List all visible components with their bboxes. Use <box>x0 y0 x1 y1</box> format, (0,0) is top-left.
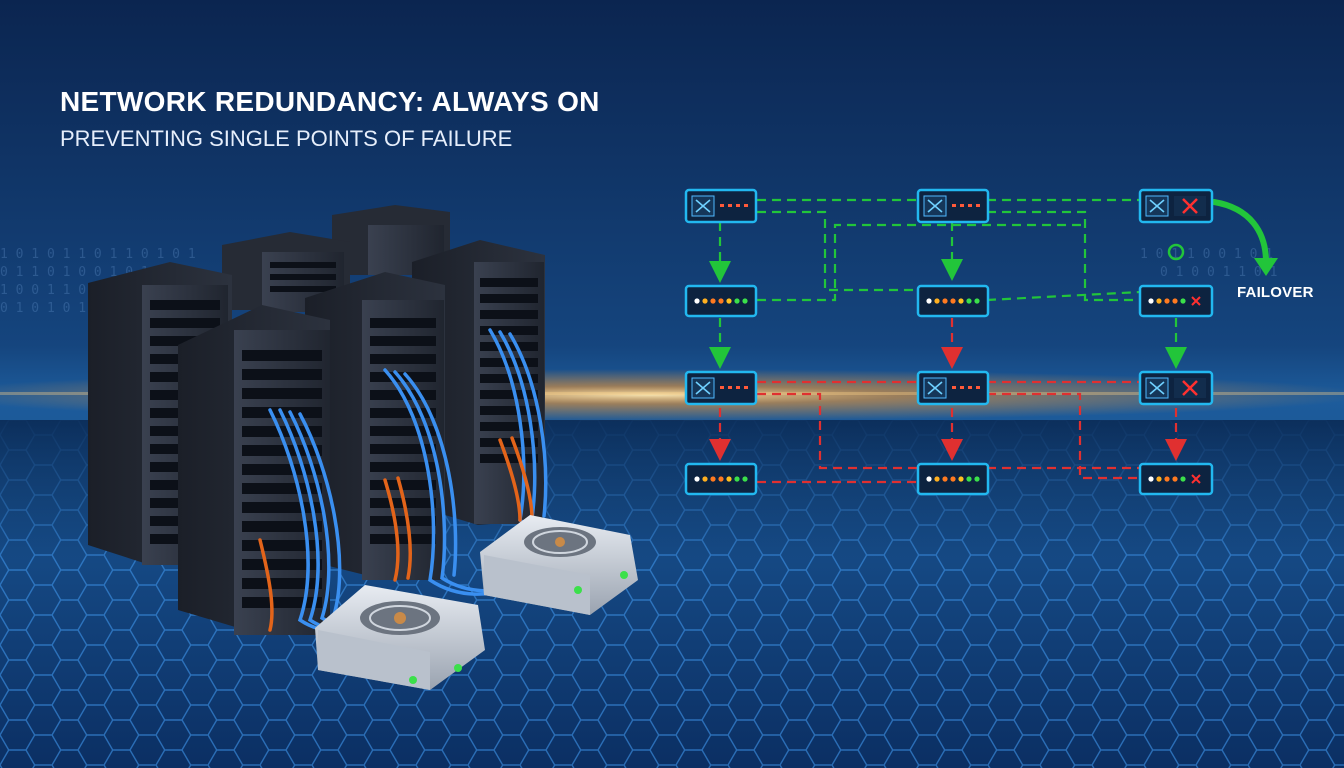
server-rack <box>332 205 450 275</box>
power-supply-unit <box>480 515 638 615</box>
failed-x-icon <box>1182 198 1198 214</box>
network-switch-failed <box>1138 188 1214 224</box>
failed-x-icon <box>1191 474 1201 484</box>
network-switch <box>684 370 758 406</box>
network-node-failed <box>1138 284 1214 318</box>
failover-label: FAILOVER <box>1237 284 1314 301</box>
redundancy-diagram <box>684 188 1278 496</box>
failed-link-lines <box>709 318 1187 484</box>
standby-indicator-icon <box>1167 243 1185 261</box>
failed-x-icon <box>1191 296 1201 306</box>
network-node <box>916 284 990 318</box>
title-block: NETWORK REDUNDANCY: ALWAYS ON PREVENTING… <box>60 86 600 152</box>
switch-icon <box>695 199 711 213</box>
network-node <box>916 462 990 496</box>
healthy-link-lines <box>709 198 1187 369</box>
switch-icon <box>695 381 711 395</box>
status-led-icon <box>574 586 582 594</box>
network-node-failed <box>1138 462 1214 496</box>
status-led-icon <box>409 676 417 684</box>
network-switch <box>916 188 990 224</box>
svg-text:1 0 1 1 0 0 1 0 1: 1 0 1 1 0 0 1 0 1 <box>1140 247 1273 262</box>
network-switch-failed <box>1138 370 1214 406</box>
failover-arrow-icon <box>1211 199 1269 265</box>
switch-icon <box>927 199 943 213</box>
server-rack <box>178 305 330 635</box>
switch-icon <box>1149 199 1165 213</box>
switch-icon <box>1149 381 1165 395</box>
failed-x-icon <box>1182 380 1198 396</box>
network-node <box>684 462 758 496</box>
svg-text:0 1 0 0 1 1 0 1: 0 1 0 0 1 1 0 1 <box>1160 265 1277 280</box>
switch-icon <box>927 381 943 395</box>
network-switch <box>916 370 990 406</box>
power-supply-unit <box>315 585 485 690</box>
page-title: NETWORK REDUNDANCY: ALWAYS ON <box>60 86 600 117</box>
svg-text:1 0 1 0 1 1 0 1 1 0 1 0 1: 1 0 1 0 1 1 0 1 1 0 1 0 1 <box>0 247 196 262</box>
network-node <box>684 284 758 318</box>
network-switch <box>684 188 758 224</box>
page-subtitle: PREVENTING SINGLE POINTS OF FAILURE <box>60 126 513 151</box>
